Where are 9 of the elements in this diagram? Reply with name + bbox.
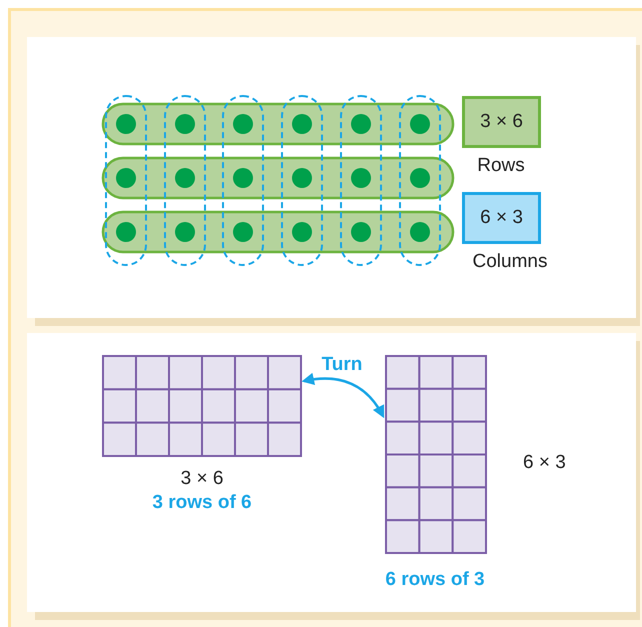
product-card: 6 × 3 bbox=[462, 192, 541, 244]
product-card: 3 × 6 bbox=[462, 96, 541, 148]
array-description: 3 rows of 6 bbox=[152, 492, 252, 514]
array-label: Rows bbox=[477, 155, 525, 177]
array-expression: 3 × 6 bbox=[180, 468, 224, 490]
edge-label: Turn bbox=[322, 354, 362, 376]
array-label: Columns bbox=[472, 251, 548, 273]
array-expression: 6 × 3 bbox=[523, 452, 566, 474]
array-description: 6 rows of 3 bbox=[385, 569, 485, 591]
